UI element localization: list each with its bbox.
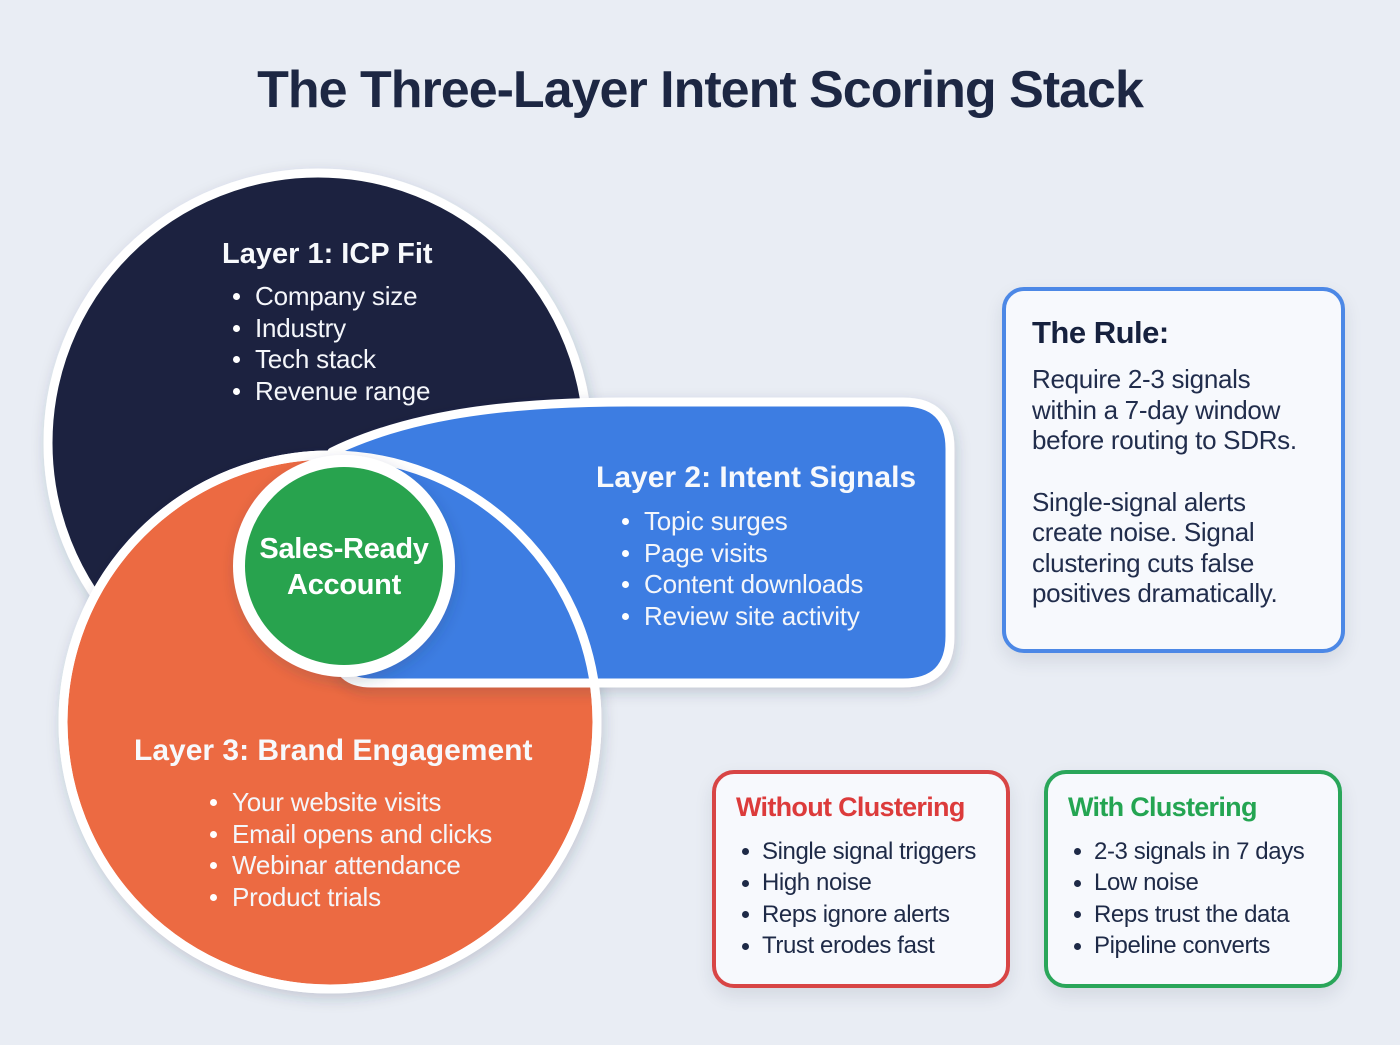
list-item-label: High noise — [762, 869, 872, 897]
list-item: Trust erodes fast — [742, 931, 988, 963]
bullet-dot-icon — [233, 356, 240, 364]
bullet-dot-icon — [622, 581, 629, 589]
layer1-heading: Layer 1: ICP Fit — [222, 238, 433, 270]
bullet-dot-icon — [742, 848, 749, 856]
layer3-heading: Layer 3: Brand Engagement — [134, 734, 533, 767]
list-item-label: Topic surges — [644, 506, 788, 537]
list-item: Webinar attendance — [210, 850, 492, 882]
layer2-list: Topic surges Page visits Content downloa… — [622, 506, 863, 632]
list-item-label: Single signal triggers — [762, 837, 976, 865]
list-item: Topic surges — [622, 506, 863, 538]
list-item-label: Review site activity — [644, 601, 860, 632]
center-circle — [245, 467, 443, 665]
bullet-dot-icon — [1074, 942, 1081, 950]
list-item-label: Page visits — [644, 537, 768, 568]
list-item: Reps trust the data — [1074, 899, 1320, 931]
list-item: Pipeline converts — [1074, 931, 1320, 963]
list-item: Industry — [233, 313, 430, 345]
bullet-dot-icon — [233, 388, 240, 396]
list-item: Page visits — [622, 538, 863, 570]
list-item: Single signal triggers — [742, 836, 988, 868]
layer2-heading: Layer 2: Intent Signals — [596, 461, 917, 494]
list-item: Reps ignore alerts — [742, 899, 988, 931]
rule-card: The Rule: Require 2-3 signals within a 7… — [1002, 287, 1345, 653]
list-item-label: Webinar attendance — [232, 850, 461, 881]
list-item-label: Email opens and clicks — [232, 818, 493, 849]
rule-card-paragraph: Single-signal alerts create noise. Signa… — [1032, 486, 1278, 609]
layer3-list: Your website visits Email opens and clic… — [210, 787, 492, 913]
without-clustering-card: Without Clustering Single signal trigger… — [712, 770, 1010, 988]
list-item: Company size — [233, 281, 430, 313]
center-label-line1: Sales-Ready — [259, 533, 429, 565]
list-item: Tech stack — [233, 344, 430, 376]
list-item-label: Low noise — [1094, 869, 1199, 897]
list-item-label: Company size — [255, 281, 418, 312]
rule-card-paragraph: Require 2-3 signals within a 7-day windo… — [1032, 364, 1297, 455]
bullet-dot-icon — [210, 830, 217, 838]
page-title: The Three-Layer Intent Scoring Stack — [257, 61, 1144, 119]
list-item-label: Industry — [255, 312, 346, 343]
list-item-label: Content downloads — [644, 569, 864, 600]
bullet-dot-icon — [742, 942, 749, 950]
with-clustering-heading: With Clustering — [1068, 792, 1257, 822]
list-item-label: Trust erodes fast — [762, 932, 935, 960]
rule-card-heading: The Rule: — [1032, 315, 1169, 350]
center-label-line2: Account — [287, 569, 401, 601]
without-clustering-heading: Without Clustering — [736, 792, 965, 822]
bullet-dot-icon — [210, 894, 217, 902]
without-clustering-list: Single signal triggers High noise Reps i… — [736, 836, 988, 962]
list-item-label: Reps trust the data — [1094, 900, 1290, 928]
list-item: Content downloads — [622, 569, 863, 601]
bullet-dot-icon — [210, 799, 217, 807]
list-item-label: Reps ignore alerts — [762, 900, 950, 928]
bullet-dot-icon — [233, 324, 240, 332]
bullet-dot-icon — [622, 613, 629, 621]
list-item: Email opens and clicks — [210, 819, 492, 851]
layer1-list: Company size Industry Tech stack Revenue… — [233, 281, 430, 407]
bullet-dot-icon — [742, 911, 749, 919]
bullet-dot-icon — [233, 293, 240, 301]
list-item: High noise — [742, 868, 988, 900]
list-item: Review site activity — [622, 601, 863, 633]
bullet-dot-icon — [622, 549, 629, 557]
list-item: Product trials — [210, 882, 492, 914]
list-item: 2-3 signals in 7 days — [1074, 836, 1320, 868]
with-clustering-card: With Clustering 2-3 signals in 7 days Lo… — [1044, 770, 1342, 988]
center-label: Sales-Ready Account — [233, 531, 455, 603]
bullet-dot-icon — [742, 879, 749, 887]
list-item-label: Product trials — [232, 882, 381, 913]
with-clustering-list: 2-3 signals in 7 days Low noise Reps tru… — [1068, 836, 1320, 962]
layer3-overlap-arc — [58, 450, 602, 994]
list-item: Revenue range — [233, 376, 430, 408]
bullet-dot-icon — [1074, 879, 1081, 887]
bullet-dot-icon — [1074, 848, 1081, 856]
list-item-label: Revenue range — [255, 376, 431, 407]
list-item-label: Your website visits — [232, 787, 442, 818]
layer2-panel — [327, 397, 955, 688]
list-item: Low noise — [1074, 868, 1320, 900]
bullet-dot-icon — [622, 518, 629, 526]
bullet-dot-icon — [1074, 911, 1081, 919]
list-item: Your website visits — [210, 787, 492, 819]
list-item-label: Tech stack — [255, 344, 376, 375]
list-item-label: Pipeline converts — [1094, 932, 1270, 960]
bullet-dot-icon — [210, 862, 217, 870]
list-item-label: 2-3 signals in 7 days — [1094, 837, 1305, 865]
